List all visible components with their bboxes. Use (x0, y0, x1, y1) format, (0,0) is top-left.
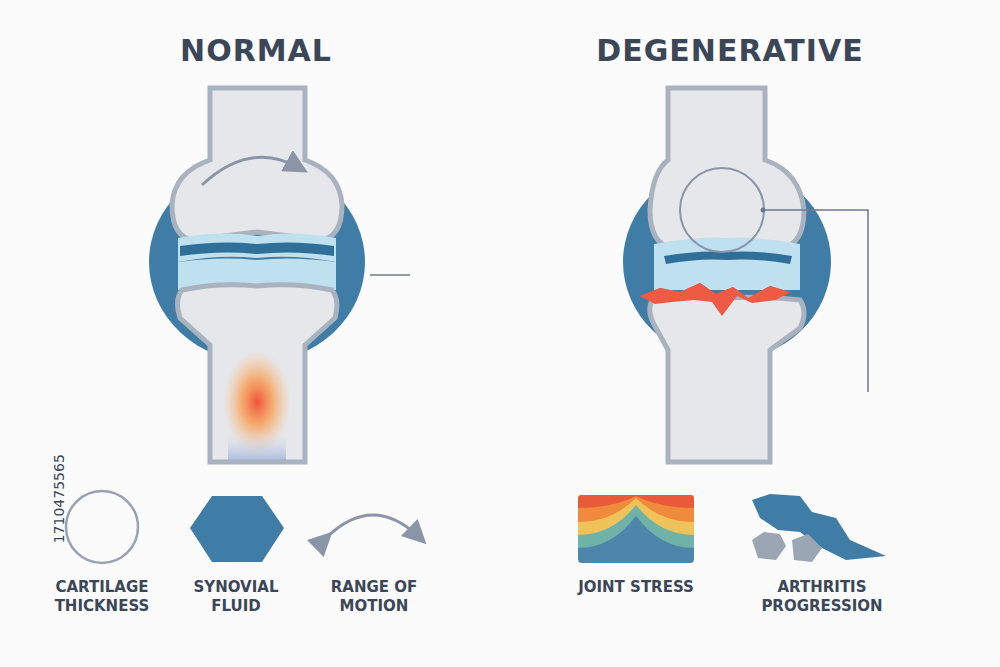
panel-heading: NORMAL (126, 32, 386, 70)
icon-caption: CARTILAGE THICKNESS (37, 578, 167, 616)
icon-caption: JOINT STRESS (556, 578, 716, 597)
watermark-id: 1710475565 (51, 455, 69, 544)
normal-joint (149, 88, 410, 462)
degenerative-joint (623, 88, 868, 462)
cartilage-icon (66, 491, 138, 563)
synovial-icon (190, 496, 284, 562)
panel-heading: DEGENERATIVE (550, 32, 910, 70)
icon-caption: ARTHRITIS PROGRESSION (752, 578, 892, 616)
stress-icon (578, 495, 694, 563)
icon-caption: SYNOVIAL FLUID (176, 578, 296, 616)
progression-icon (752, 494, 886, 562)
icon-caption: RANGE OF MOTION (319, 578, 429, 616)
motion-icon (326, 515, 420, 538)
